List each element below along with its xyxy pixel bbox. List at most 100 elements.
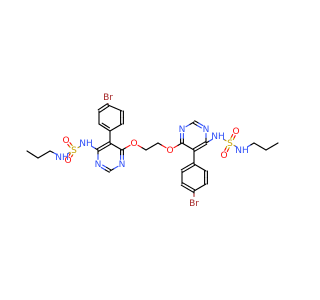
atom-label-s1: S (71, 146, 77, 156)
bond-nh1-s1 (77, 145, 81, 149)
bond-line-end (234, 145, 237, 148)
bond-line-end (91, 145, 96, 149)
bond-line-start (94, 147, 99, 151)
atom-label-o2: O (130, 139, 137, 149)
bond-line-end (37, 153, 45, 159)
bond-line-start (199, 166, 207, 172)
bond-line-b-end (106, 166, 112, 171)
bond-line-a-end (196, 125, 202, 129)
bond-line-b-end (182, 168, 190, 173)
bond-line-start (98, 123, 106, 129)
bond-b3-b4 (180, 182, 196, 193)
bond-q2-q3 (265, 142, 279, 151)
bond-a3-a4 (98, 122, 111, 132)
bond-line-a-end (233, 135, 236, 139)
bond-line-end (271, 142, 279, 148)
bond-line-end (151, 142, 159, 148)
bond-line-end (259, 145, 267, 151)
bond-line-start (265, 145, 273, 151)
bond-line-a-end (96, 144, 104, 150)
bond-line-end (103, 126, 111, 132)
bond-o2-e1 (137, 144, 147, 151)
bond-line-start (109, 126, 117, 132)
bond-line-end (107, 104, 116, 109)
atom-label-nh4: NH (235, 146, 249, 156)
bond-line-a-start (102, 141, 110, 146)
bond-line-start (247, 144, 252, 148)
bond-d4-d5 (192, 141, 208, 152)
bond-line-a-end (224, 147, 227, 151)
bond-line-a-end (186, 188, 194, 193)
bond-s2-o4a (224, 145, 230, 153)
atom-label-o3: O (166, 146, 173, 156)
bond-line-start (52, 151, 57, 155)
bond-nh2-p1 (49, 150, 57, 155)
bond-line-inner-start (101, 122, 107, 127)
bond-line-a-start (186, 162, 194, 167)
bond-line-start (137, 144, 143, 149)
bond-layer (26, 102, 279, 198)
bond-line-end (161, 144, 167, 149)
bond-c6-c5 (109, 142, 123, 151)
bond-line-end (199, 183, 207, 189)
bond-line-b-end (98, 147, 106, 152)
bond-line-b-start (102, 164, 108, 168)
bond-d6-d1 (180, 133, 184, 144)
bond-c5-c4 (96, 141, 112, 152)
bond-line-end (115, 123, 123, 129)
bond-line-start (31, 153, 39, 159)
atom-label-d1: N (179, 125, 186, 135)
bond-c6-o2 (121, 144, 131, 151)
bond-nh3-s2 (223, 138, 227, 142)
bond-line-b-start (103, 105, 110, 110)
bond-line-end (77, 146, 80, 149)
bond-a6-a1 (107, 104, 123, 112)
bond-line-a-end (69, 142, 72, 145)
bond-line-start (115, 145, 123, 151)
bond-s2-o4b (230, 133, 236, 141)
atom-label-nh3: NH (211, 132, 225, 142)
bond-c4-nh1 (91, 145, 99, 151)
bond-d1-d2 (185, 121, 195, 128)
bond-line-end (181, 142, 189, 148)
bond-line-a-end (97, 106, 104, 111)
bond-s1-o1b (68, 152, 74, 158)
bond-line-a-end (192, 144, 200, 150)
bond-line-b-end (188, 185, 196, 191)
bond-line-b-end (198, 122, 204, 127)
bond-a1-a2 (97, 103, 110, 113)
bond-q1-q2 (253, 142, 267, 151)
bond-s1-o1a (67, 142, 73, 148)
atom-label-n1: N (119, 160, 126, 170)
bond-line-start (157, 142, 163, 146)
bond-line-start (145, 145, 153, 151)
bond-line-start (193, 186, 201, 192)
bond-line-end (141, 147, 147, 151)
bond-line-b-start (188, 164, 196, 170)
bond-line-start (253, 142, 261, 148)
bond-n1-c6 (120, 149, 124, 160)
atom-label-s2: S (227, 139, 233, 149)
bond-line-start (205, 140, 210, 144)
bond-line-b-end (67, 143, 70, 147)
bond-line-b-end (99, 108, 105, 113)
bond-nh4-q1 (247, 142, 255, 148)
bond-n3-c2 (100, 164, 112, 173)
bond-line-start (187, 145, 195, 151)
bond-line-b-start (194, 120, 200, 124)
bond-b6-b1 (193, 163, 207, 172)
bond-line-start (114, 107, 123, 112)
bond-c2-n1 (109, 165, 119, 172)
bond-line-start (43, 150, 51, 156)
bond-line-a-end (180, 165, 188, 171)
bond-a4-a5 (109, 123, 123, 132)
bond-b5-b6 (204, 170, 208, 185)
bond-d4-nh3 (205, 138, 213, 144)
bond-line-end (125, 144, 131, 149)
bond-p2-p3 (26, 150, 39, 159)
bond-line-end (49, 150, 54, 154)
bond-line-end (67, 152, 70, 155)
